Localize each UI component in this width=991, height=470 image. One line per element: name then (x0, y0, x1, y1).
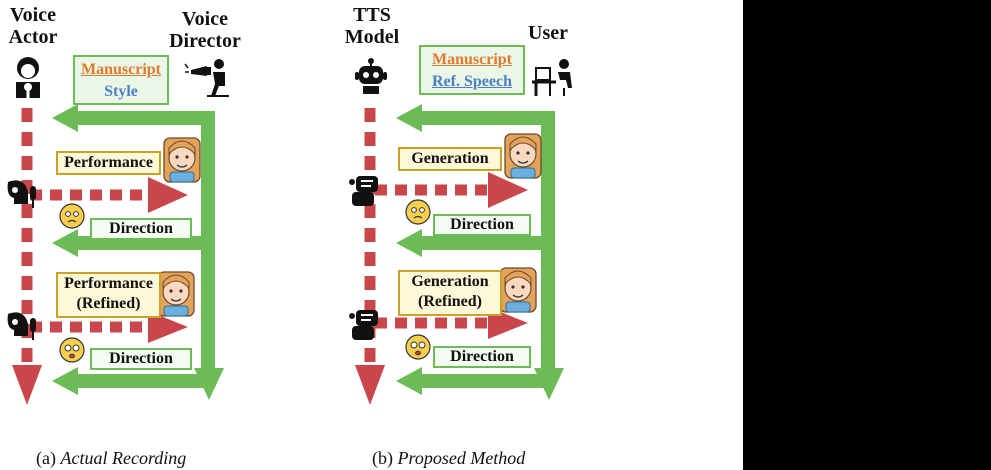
user-label: User (528, 22, 568, 44)
tts-model-label-line2: Model (344, 26, 400, 48)
generation-refined-line2: (Refined) (418, 293, 482, 310)
performance-tag: Performance (56, 151, 161, 175)
panel-b-instruction-bubble: Manuscript Ref. Speech (419, 45, 525, 95)
direction-tag-b1: Direction (433, 214, 531, 236)
performance-refined-line1: Performance (64, 275, 153, 292)
manuscript-text-b: Manuscript (432, 51, 512, 68)
direction-tag-b2: Direction (433, 346, 531, 368)
performance-refined-line2: (Refined) (76, 295, 141, 312)
manuscript-text-a: Manuscript (81, 61, 161, 78)
caption-a-prefix: (a) (36, 448, 56, 468)
voice-director-label: Voice Director (160, 8, 250, 52)
style-text-a: Style (104, 83, 138, 100)
caption-a-title: Actual Recording (60, 448, 187, 468)
panel-b-graphics (348, 57, 574, 405)
caption-b-prefix: (b) (372, 448, 393, 468)
voice-director-label-line2: Director (169, 30, 241, 52)
voice-actor-label-line2: Actor (8, 26, 58, 48)
tts-model-label: TTS Model (338, 4, 406, 48)
generation-refined-line1: Generation (411, 273, 489, 290)
caption-b-title: Proposed Method (397, 448, 526, 468)
direction-tag-a1: Direction (90, 218, 192, 240)
voice-director-label-line1: Voice (182, 8, 228, 30)
generation-tag: Generation (398, 147, 502, 171)
performance-refined-tag: Performance (Refined) (56, 272, 161, 318)
caption-a: (a) Actual Recording (36, 448, 186, 469)
generation-refined-tag: Generation (Refined) (398, 270, 502, 316)
tts-model-label-line1: TTS (353, 4, 391, 26)
panel-a-instruction-bubble: Manuscript Style (73, 55, 169, 105)
direction-tag-a2: Direction (90, 348, 192, 370)
panel-a-graphics (6, 57, 230, 405)
caption-b: (b) Proposed Method (372, 448, 525, 469)
voice-actor-label-line1: Voice (10, 4, 56, 26)
voice-actor-label: Voice Actor (2, 4, 64, 48)
black-side-panel (743, 0, 991, 470)
ref-speech-text-b: Ref. Speech (432, 73, 512, 90)
